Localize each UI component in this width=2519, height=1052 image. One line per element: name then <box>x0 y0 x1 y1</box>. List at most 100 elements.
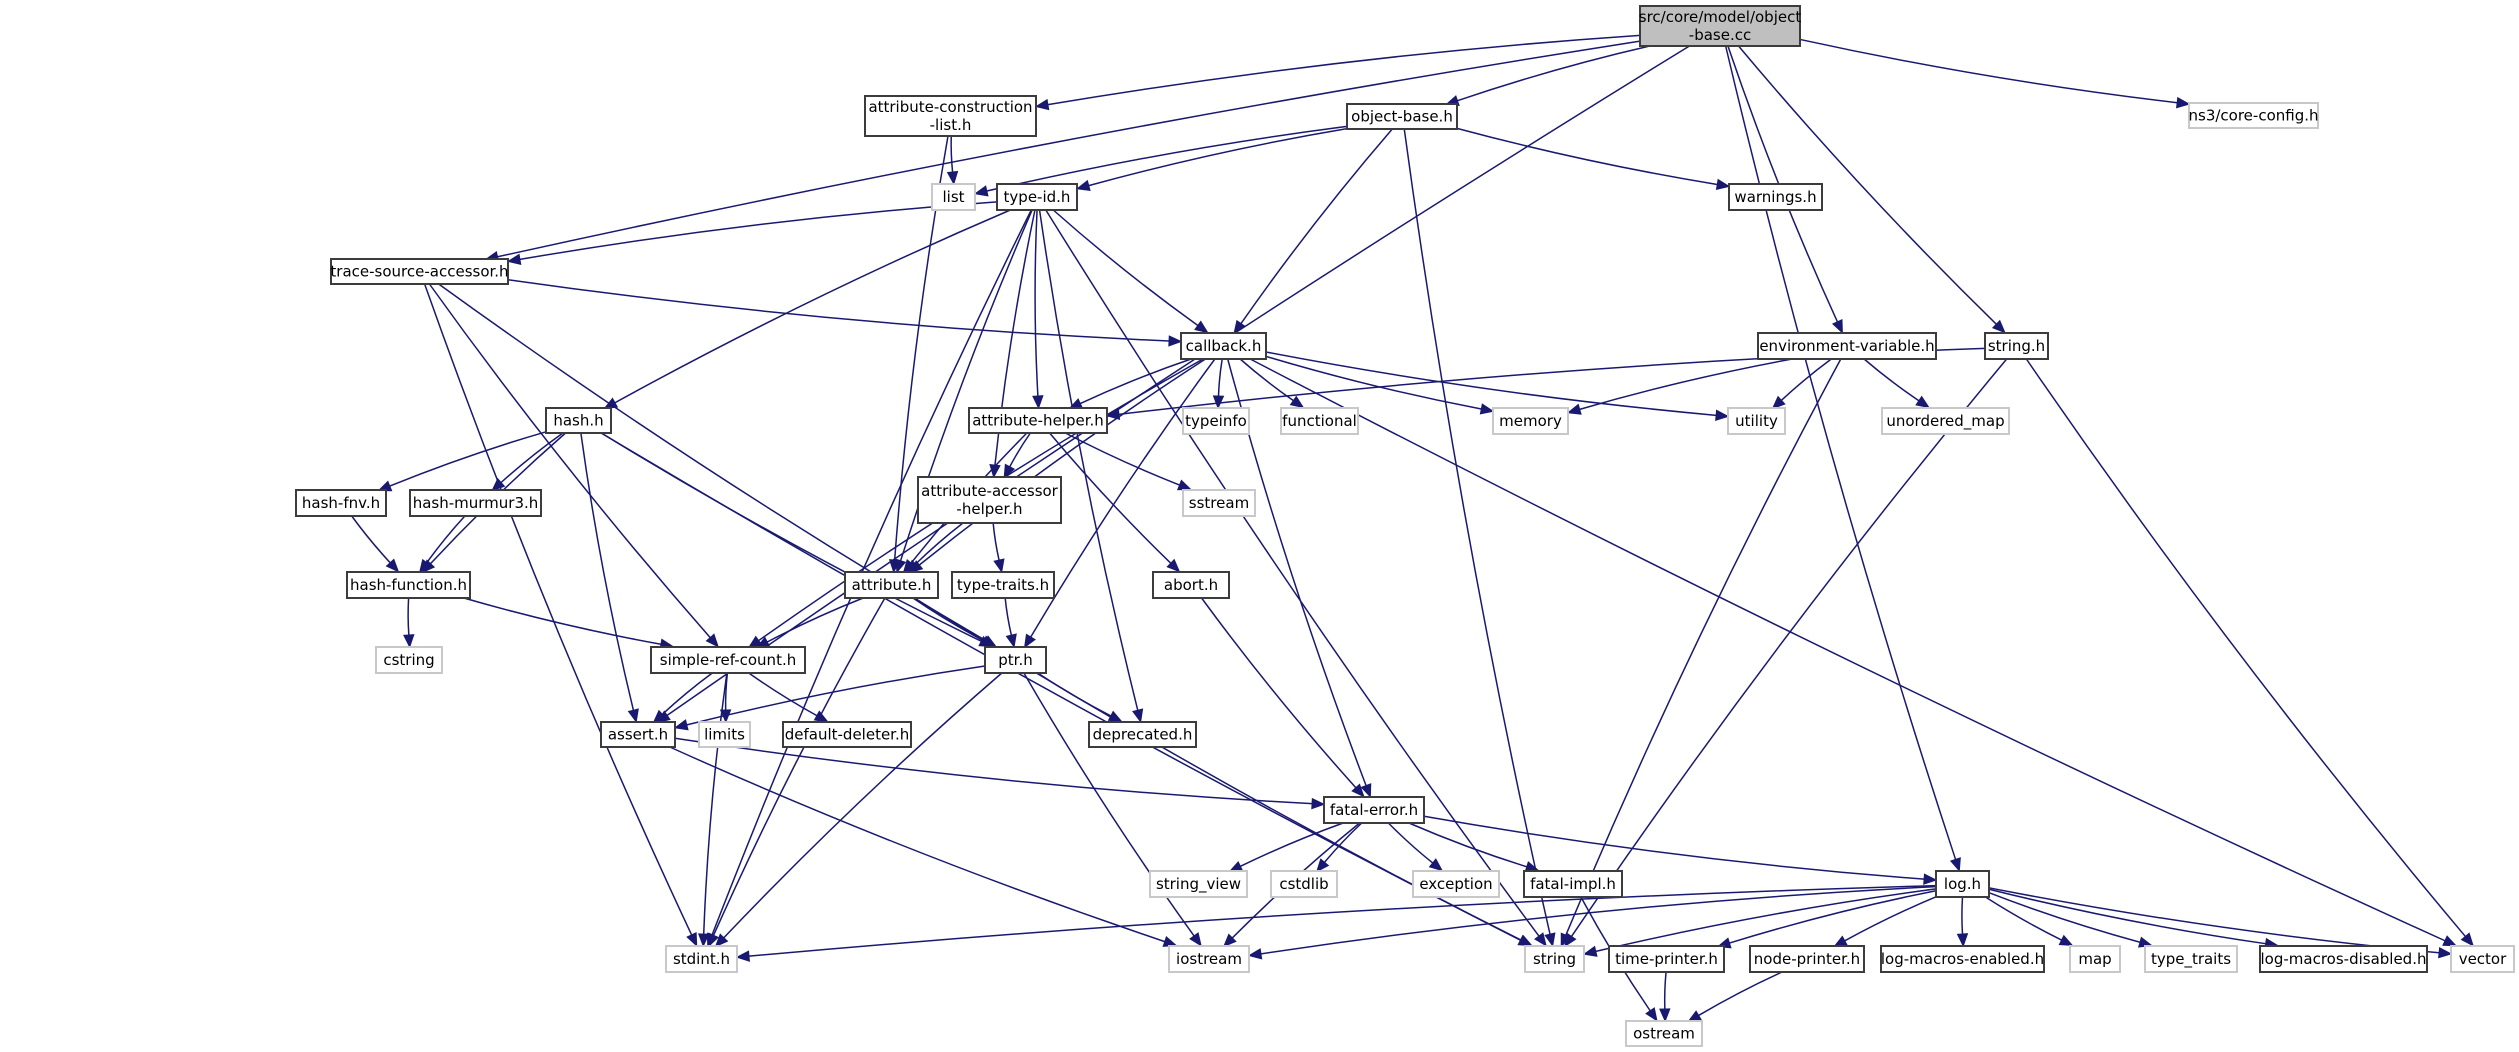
edge-object-base-to-type-id <box>1075 127 1348 192</box>
arrowhead-icon <box>1032 395 1044 410</box>
edge-line <box>1047 34 1641 106</box>
node-box <box>1182 489 1256 517</box>
node-box[interactable] <box>1639 5 1801 47</box>
edge-root-to-log <box>1724 45 1961 873</box>
node-simple-ref-count[interactable]: simple-ref-count.h <box>650 646 806 674</box>
node-attribute-helper[interactable]: attribute-helper.h <box>968 407 1108 434</box>
node-box[interactable] <box>600 721 676 748</box>
node-type-traits-h[interactable]: type-traits.h <box>951 571 1055 599</box>
arrowhead-icon <box>1105 408 1121 420</box>
node-label: fatal-impl.h <box>1530 875 1616 893</box>
edge-hash-fnv-to-hash-function <box>351 515 400 573</box>
node-label: functional <box>1282 412 1357 430</box>
node-cstdlib: cstdlib <box>1270 870 1338 898</box>
edge-line <box>1570 358 2008 937</box>
node-box[interactable] <box>650 646 806 674</box>
node-abort[interactable]: abort.h <box>1152 571 1230 599</box>
node-box[interactable] <box>1523 870 1623 898</box>
node-hash[interactable]: hash.h <box>545 407 612 434</box>
edge-line <box>1729 889 1937 944</box>
node-callback[interactable]: callback.h <box>1180 332 1267 360</box>
edge-line <box>1863 358 1920 402</box>
node-deprecated[interactable]: deprecated.h <box>1088 721 1197 748</box>
arrowhead-icon <box>946 170 959 186</box>
node-type-id[interactable]: type-id.h <box>996 183 1078 211</box>
edge-ptr-to-iostream <box>1023 672 1202 947</box>
node-box[interactable] <box>1749 945 1865 973</box>
arrowhead-icon <box>1544 932 1556 948</box>
node-box <box>2188 102 2319 129</box>
node-object-base[interactable]: object-base.h <box>1346 103 1458 130</box>
node-trace-source-accessor[interactable]: trace-source-accessor.h <box>330 258 509 285</box>
node-box[interactable] <box>782 721 912 748</box>
node-root[interactable]: src/core/model/object-base.cc <box>1639 5 1802 47</box>
arrowhead-icon <box>1162 936 1178 947</box>
node-box[interactable] <box>1180 332 1267 360</box>
node-fatal-impl[interactable]: fatal-impl.h <box>1523 870 1623 898</box>
arrowhead-icon <box>1956 933 1969 948</box>
node-box[interactable] <box>864 95 1037 137</box>
edge-node-printer-to-ostream <box>1687 971 1783 1023</box>
node-hash-murmur3[interactable]: hash-murmur3.h <box>409 489 542 517</box>
arrowhead-icon <box>1132 708 1144 724</box>
node-box[interactable] <box>844 571 939 599</box>
node-ptr[interactable]: ptr.h <box>984 646 1047 674</box>
node-warnings[interactable]: warnings.h <box>1728 183 1823 211</box>
node-box[interactable] <box>295 489 387 517</box>
node-attribute-accessor-helper[interactable]: attribute-accessor-helper.h <box>917 476 1062 524</box>
node-label: simple-ref-count.h <box>660 651 796 669</box>
node-box[interactable] <box>1152 571 1230 599</box>
node-box[interactable] <box>2259 945 2428 973</box>
arrowhead-icon <box>686 932 698 947</box>
node-node-printer[interactable]: node-printer.h <box>1749 945 1865 973</box>
node-box[interactable] <box>545 407 612 434</box>
node-box[interactable] <box>1880 945 2045 973</box>
arrowhead-icon <box>1247 948 1263 960</box>
node-attribute[interactable]: attribute.h <box>844 571 939 599</box>
edge-fatal-error-to-fatal-impl <box>1408 822 1540 873</box>
edge-hash-function-to-cstring <box>403 597 415 649</box>
node-string_view: string_view <box>1149 870 1248 898</box>
arrowhead-icon <box>1715 409 1730 421</box>
arrowhead-icon <box>1360 783 1372 799</box>
node-box[interactable] <box>968 407 1108 434</box>
arrowhead-icon <box>906 559 920 574</box>
node-box[interactable] <box>409 489 542 517</box>
node-box[interactable] <box>1608 945 1725 973</box>
node-box[interactable] <box>1935 870 1990 898</box>
node-fatal-error[interactable]: fatal-error.h <box>1323 796 1425 824</box>
node-assert[interactable]: assert.h <box>600 721 676 748</box>
node-default-deleter[interactable]: default-deleter.h <box>782 721 912 748</box>
node-box[interactable] <box>1728 183 1823 211</box>
node-box[interactable] <box>984 646 1047 674</box>
node-box <box>2450 945 2515 973</box>
node-box[interactable] <box>1984 332 2049 360</box>
node-box[interactable] <box>346 571 471 599</box>
node-hash-function[interactable]: hash-function.h <box>346 571 471 599</box>
node-box[interactable] <box>1323 796 1425 824</box>
node-box <box>698 721 751 748</box>
node-time-printer[interactable]: time-printer.h <box>1608 945 1725 973</box>
edge-line <box>1009 432 1031 468</box>
edge-line <box>426 515 466 564</box>
node-box[interactable] <box>996 183 1078 211</box>
node-environment-variable[interactable]: environment-variable.h <box>1757 332 1937 360</box>
edge-line <box>1988 888 2266 945</box>
node-log-macros-enabled[interactable]: log-macros-enabled.h <box>1880 945 2045 973</box>
node-utility: utility <box>1727 407 1786 435</box>
node-box[interactable] <box>1088 721 1197 748</box>
edge-line <box>1988 891 2141 943</box>
node-string-h[interactable]: string.h <box>1984 332 2049 360</box>
node-attribute-construction-list[interactable]: attribute-construction-list.h <box>864 95 1037 137</box>
node-label: cstring <box>383 651 434 669</box>
node-hash-fnv[interactable]: hash-fnv.h <box>295 489 387 517</box>
edge-callback-to-ptr <box>1023 358 1216 649</box>
node-log[interactable]: log.h <box>1935 870 1990 898</box>
node-box[interactable] <box>330 258 509 285</box>
node-box[interactable] <box>917 476 1062 524</box>
node-box[interactable] <box>1757 332 1937 360</box>
node-box <box>1280 407 1359 435</box>
node-box[interactable] <box>1346 103 1458 130</box>
node-log-macros-disabled[interactable]: log-macros-disabled.h <box>2259 945 2428 973</box>
node-box[interactable] <box>951 571 1055 599</box>
